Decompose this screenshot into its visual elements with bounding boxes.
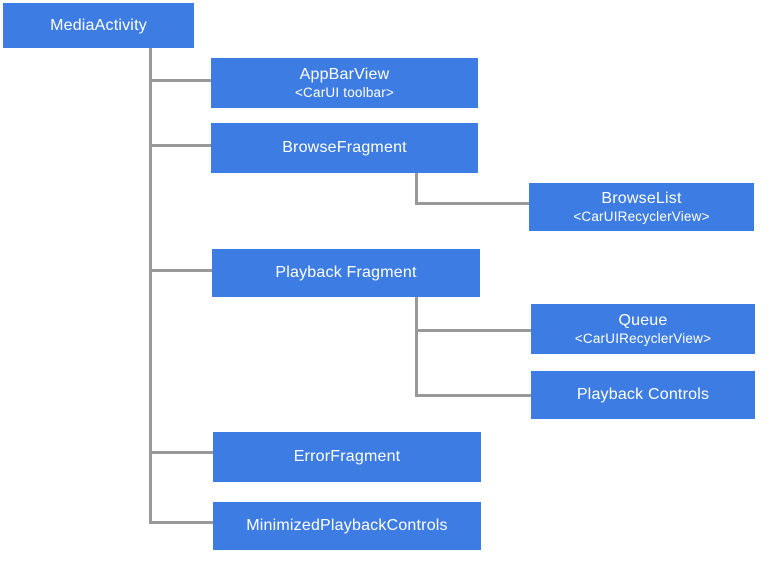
node-queue-label: Queue <box>618 311 668 329</box>
node-media-activity: MediaActivity <box>3 3 194 48</box>
connector-branch-playbackfragment <box>149 269 213 272</box>
node-app-bar-view-label: AppBarView <box>299 65 390 83</box>
connector-branch-minimizedplaybackcontrols <box>149 521 214 524</box>
node-minimized-playback-controls-label: MinimizedPlaybackControls <box>246 517 448 534</box>
node-error-fragment-label: ErrorFragment <box>293 448 401 465</box>
connector-branch-playbackcontrols <box>415 394 532 397</box>
connector-browsefragment-trunk <box>415 173 418 205</box>
node-playback-fragment: Playback Fragment <box>212 249 480 297</box>
node-app-bar-view: AppBarView <CarUI toolbar> <box>211 58 478 108</box>
connector-main-trunk <box>149 48 152 524</box>
connector-branch-browselist <box>415 202 530 205</box>
node-minimized-playback-controls: MinimizedPlaybackControls <box>213 502 481 550</box>
connector-branch-queue <box>415 329 532 332</box>
node-app-bar-view-sublabel: <CarUI toolbar> <box>294 84 395 100</box>
node-playback-controls: Playback Controls <box>531 371 755 419</box>
connector-playbackfragment-trunk <box>415 297 418 397</box>
node-error-fragment: ErrorFragment <box>213 432 481 482</box>
node-browse-list-label: BrowseList <box>601 189 682 207</box>
node-queue: Queue <CarUIRecyclerView> <box>531 304 755 354</box>
node-media-activity-label: MediaActivity <box>50 16 147 34</box>
connector-branch-appbarview <box>149 79 212 82</box>
node-playback-fragment-label: Playback Fragment <box>275 264 417 281</box>
connector-branch-errorfragment <box>149 451 214 454</box>
node-playback-controls-label: Playback Controls <box>576 386 710 403</box>
node-browse-fragment-label: BrowseFragment <box>282 139 407 156</box>
node-browse-fragment: BrowseFragment <box>211 123 478 173</box>
node-queue-sublabel: <CarUIRecyclerView> <box>574 330 712 346</box>
node-browse-list: BrowseList <CarUIRecyclerView> <box>529 183 754 231</box>
node-browse-list-sublabel: <CarUIRecyclerView> <box>573 208 710 224</box>
connector-branch-browsefragment <box>149 144 212 147</box>
